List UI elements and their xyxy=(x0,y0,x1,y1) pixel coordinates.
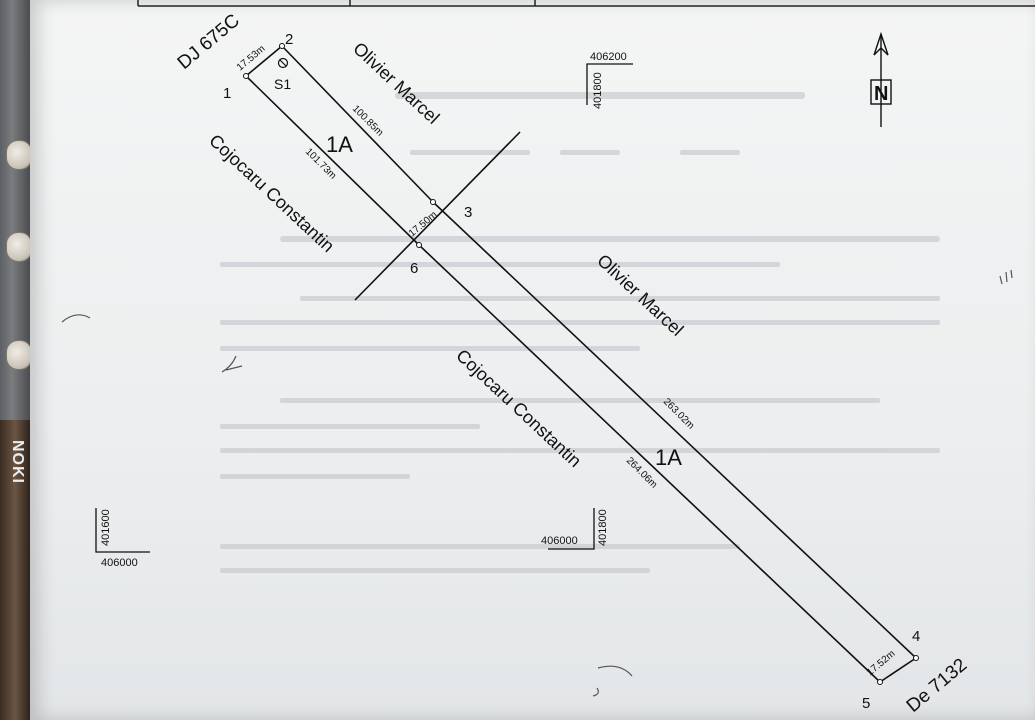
grid-northing: 401800 xyxy=(597,509,609,546)
north-arrow-icon xyxy=(870,31,892,127)
pen-marks xyxy=(61,269,1013,697)
point-5-label: 5 xyxy=(862,695,870,712)
document-sheet xyxy=(30,0,1035,720)
grid-easting: 406000 xyxy=(101,557,138,569)
grid-mark-406000-401600: 406000 401600 xyxy=(95,508,150,569)
grid-easting: 406000 xyxy=(541,535,578,547)
grid-easting: 406200 xyxy=(590,51,627,63)
binder-ring xyxy=(6,232,32,262)
binder-ring xyxy=(6,140,32,170)
point-4-label: 4 xyxy=(912,628,920,645)
point-3-label: 3 xyxy=(464,204,472,221)
parcel-label-upper: 1A xyxy=(326,132,353,157)
measure-width-mid: 17.50m xyxy=(407,209,440,239)
binder-ring xyxy=(6,340,32,370)
road-dj-675c-label: DJ 675C xyxy=(174,10,244,74)
binder-band xyxy=(0,420,30,720)
measure-lower-south: 264.06m xyxy=(624,455,659,490)
grid-mark-406200-401800: 406200 401800 xyxy=(586,51,633,109)
point-2-label: 2 xyxy=(285,31,293,48)
station-label: S1 xyxy=(274,76,291,92)
grid-mark-406000-401800: 406000 401800 xyxy=(541,508,609,550)
parcel-vertices xyxy=(243,43,919,685)
neighbor-south-upper: Cojocaru Constantin xyxy=(205,130,338,256)
parcel-outline xyxy=(245,45,917,683)
point-1-label: 1 xyxy=(223,85,231,102)
road-de-7132-label: De 7132 xyxy=(903,655,972,717)
faded-text-background xyxy=(220,92,940,573)
north-letter: N xyxy=(874,83,888,105)
top-table-edge xyxy=(137,0,1035,7)
point-6-label: 6 xyxy=(410,260,418,277)
binder-edge: NOKI xyxy=(0,0,32,720)
grid-northing: 401600 xyxy=(100,509,112,546)
grid-northing: 401800 xyxy=(592,72,604,109)
parcel-label-lower: 1A xyxy=(655,445,682,470)
station-marker xyxy=(277,57,289,69)
measure-width-top: 17.53m xyxy=(235,43,268,73)
